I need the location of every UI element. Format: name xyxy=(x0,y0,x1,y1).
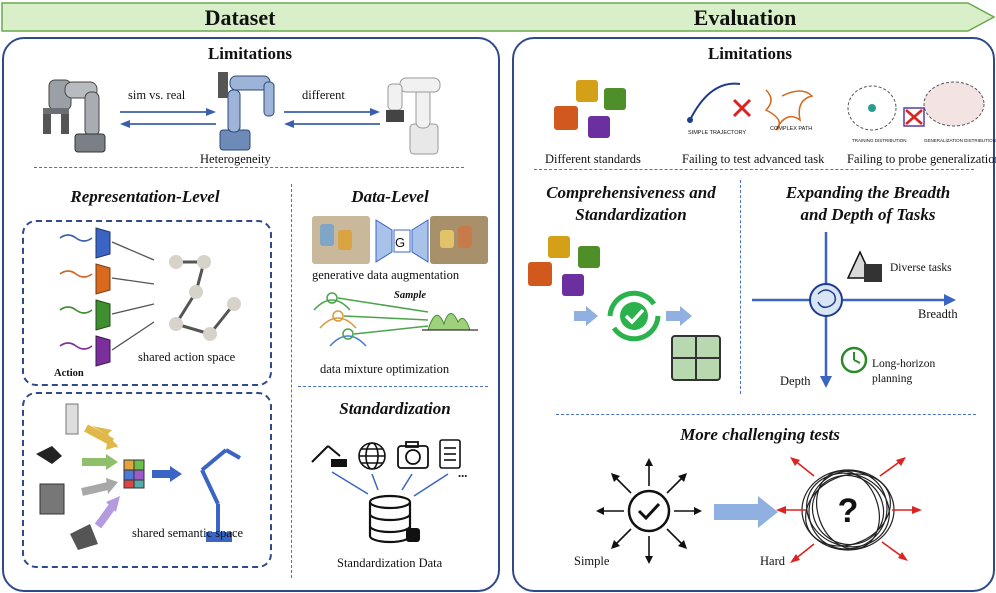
different-standards-label: Different standards xyxy=(545,152,641,166)
generator-letter: G xyxy=(395,235,406,250)
breadth-depth-axes xyxy=(752,232,956,388)
hard-label: Hard xyxy=(760,554,785,568)
challenging-title: More challenging tests xyxy=(680,425,840,444)
brain-gear-icon xyxy=(809,283,843,317)
standardization-data-label: Standardization Data xyxy=(337,556,443,570)
data-level-title: Data-Level xyxy=(351,187,429,206)
robot-arm-franka-icon xyxy=(386,77,441,155)
dataset-banner-title: Dataset xyxy=(204,5,276,30)
comprehensiveness-line1: Comprehensiveness and xyxy=(546,183,716,202)
comprehensiveness-line2: Standardization xyxy=(575,205,687,224)
shared-semantic-space-label: shared semantic space xyxy=(132,526,244,540)
shapes-icon xyxy=(846,250,882,282)
evaluation-banner-title: Evaluation xyxy=(693,5,797,30)
globe-icon xyxy=(358,442,386,470)
breadth-label: Breadth xyxy=(918,307,958,321)
simple-to-hard-arrow xyxy=(714,496,778,528)
banner-arrow xyxy=(1,2,996,32)
database-icon xyxy=(368,494,412,544)
camera-icon xyxy=(397,441,429,469)
puzzle-icon xyxy=(528,236,600,296)
long-horizon-line1: Long-horizon xyxy=(872,358,936,370)
sample-label: Sample xyxy=(394,290,427,301)
dataset-panel xyxy=(2,37,500,592)
svg-text:?: ? xyxy=(838,492,859,530)
expanding-line2: and Depth of Tasks xyxy=(800,205,936,224)
dataset-divider-vertical xyxy=(291,184,292,578)
long-horizon-line2: planning xyxy=(872,373,913,385)
standardization-title: Standardization xyxy=(339,399,451,418)
dataset-divider-data xyxy=(298,386,488,387)
standardization-flow-diagram xyxy=(528,236,721,381)
hard-tangle-icon: ? xyxy=(776,457,922,563)
check-cycle-icon xyxy=(607,290,661,342)
training-distribution-label: TRAINING DISTRIBUTION xyxy=(852,138,907,143)
diverse-tasks-label: Diverse tasks xyxy=(890,262,952,274)
action-space-box xyxy=(22,220,272,386)
distribution-comparison-icon xyxy=(847,81,985,131)
document-icon xyxy=(439,439,461,469)
dataset-limitations-title: Limitations xyxy=(207,44,293,63)
failing-generalization-label: Failing to probe generalization xyxy=(847,152,996,166)
heterogeneity-label: Heterogeneity xyxy=(200,152,271,166)
different-arrows xyxy=(284,108,380,128)
sim-vs-real-arrows xyxy=(120,108,216,128)
different-label: different xyxy=(302,88,345,102)
depth-label: Depth xyxy=(780,374,811,388)
simple-check-radial-icon xyxy=(596,458,702,564)
representation-level-title: Representation-Level xyxy=(70,187,220,206)
comprehensiveness-title: Comprehensiveness and Standardization xyxy=(528,182,734,226)
robot-arm-real-icon xyxy=(43,79,106,153)
data-mixture-label: data mixture optimization xyxy=(320,362,450,376)
action-mapping-diagram xyxy=(59,227,241,367)
expanding-title: Expanding the Breadth and Depth of Tasks xyxy=(750,182,986,226)
sim-vs-real-label: sim vs. real xyxy=(128,88,186,102)
data-mixture-diagram xyxy=(313,292,478,347)
robot-arm-sim-icon xyxy=(218,72,275,151)
semantic-mapping-diagram xyxy=(36,403,241,550)
simple-trajectory-label: SIMPLE TRAJECTORY xyxy=(688,130,747,136)
shared-action-space-label: shared action space xyxy=(138,350,236,364)
evaluation-limitations-title: Limitations xyxy=(707,44,793,63)
clock-gear-icon xyxy=(840,346,868,374)
expanding-line1: Expanding the Breadth xyxy=(785,183,951,202)
failing-advanced-label: Failing to test advanced task xyxy=(682,152,825,166)
evaluation-divider-bottom xyxy=(556,414,976,415)
robot-arm-icon xyxy=(311,445,347,467)
complex-path-label: COMPLEX PATH xyxy=(770,126,813,132)
more-sources-dots: ... xyxy=(458,466,468,480)
evaluation-panel xyxy=(512,37,995,592)
semantic-space-box xyxy=(22,392,272,568)
action-label: Action xyxy=(54,368,84,379)
puzzle-pieces-icon xyxy=(554,80,626,138)
simple-label: Simple xyxy=(574,554,610,568)
generalization-distribution-label: GENERALIZATION DISTRIBUTION xyxy=(924,138,996,143)
generative-augmentation-diagram xyxy=(312,216,488,264)
dataset-divider-top xyxy=(34,167,464,168)
evaluation-divider-vertical xyxy=(740,180,741,394)
evaluation-divider-top xyxy=(534,169,974,170)
standardization-diagram xyxy=(311,439,461,544)
trajectory-comparison-icon xyxy=(687,82,814,131)
solved-puzzle-icon xyxy=(671,335,721,381)
generative-augmentation-label: generative data augmentation xyxy=(312,268,460,282)
